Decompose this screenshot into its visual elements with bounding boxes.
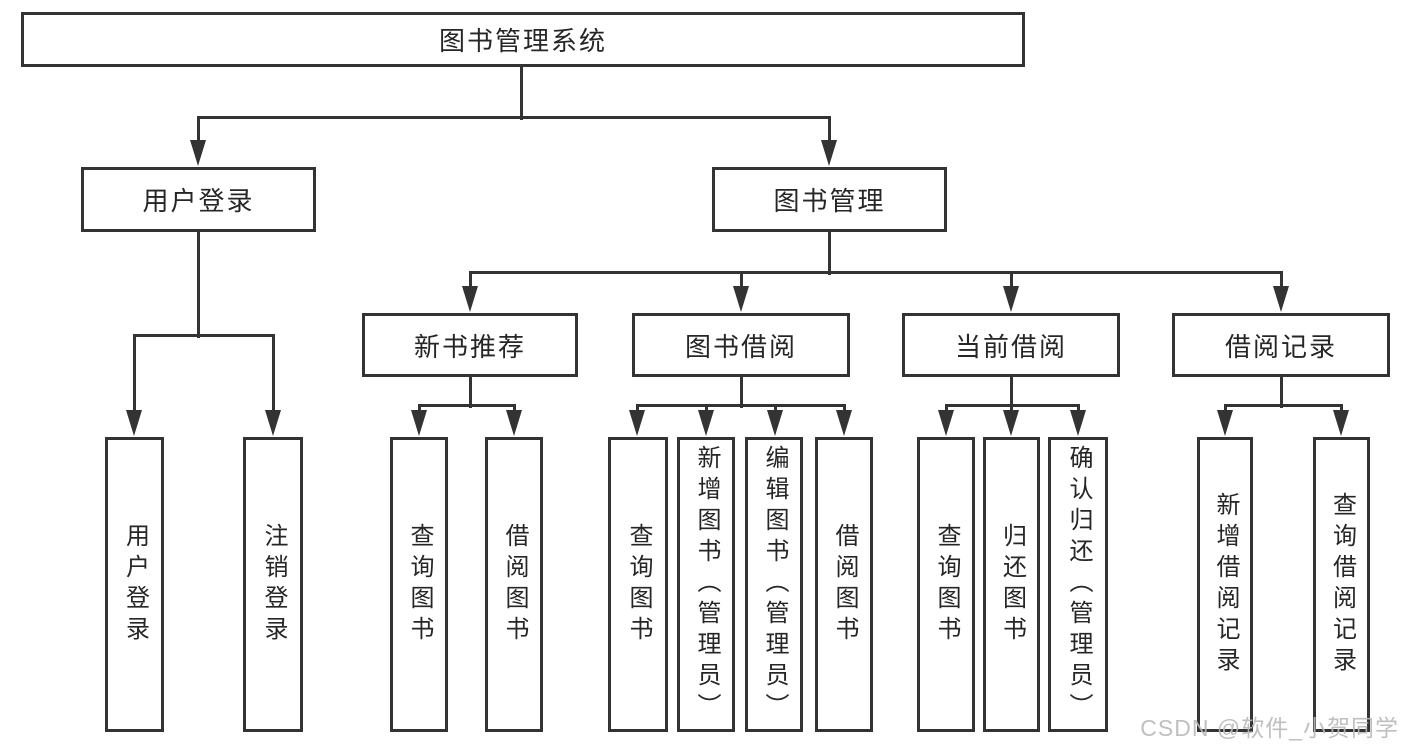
- connector-hline: [197, 116, 831, 119]
- node-leaf-query-book-cur: 查询图书: [917, 437, 975, 732]
- connector-hline: [469, 271, 1283, 274]
- arrowhead-down-icon: [190, 140, 206, 166]
- node-leaf-confirm-return: 确认归还（管理员）: [1048, 437, 1108, 732]
- node-label-leaf-query-book-rec: 查询图书: [406, 522, 433, 647]
- connector-vline: [740, 377, 743, 408]
- node-leaf-query-book-rec: 查询图书: [390, 437, 448, 732]
- node-label-leaf-query-book-bb: 查询图书: [625, 522, 652, 647]
- connector-vline: [469, 377, 472, 408]
- node-label-leaf-edit-book-admin: 编辑图书（管理员）: [761, 445, 788, 724]
- connector-vline: [1010, 377, 1013, 408]
- connector-vline: [520, 67, 523, 120]
- arrow-stem: [272, 335, 275, 418]
- node-label-branch-borrow-record: 借阅记录: [1224, 331, 1337, 362]
- node-label-branch-book-borrow: 图书借阅: [684, 331, 797, 362]
- node-label-root-system: 图书管理系统: [438, 26, 607, 56]
- node-label-leaf-query-book-cur: 查询图书: [933, 522, 960, 647]
- arrowhead-down-icon: [767, 410, 783, 436]
- node-label-leaf-query-record: 查询借阅记录: [1328, 491, 1356, 678]
- arrowhead-down-icon: [938, 410, 954, 436]
- connector-vline: [1280, 377, 1283, 408]
- connector-hline: [636, 404, 846, 407]
- node-label-branch-new-book-rec: 新书推荐: [413, 331, 526, 362]
- arrowhead-down-icon: [698, 410, 714, 436]
- connector-hline: [418, 404, 516, 407]
- arrow-stem: [197, 117, 200, 148]
- connector-hline: [133, 334, 275, 337]
- arrow-stem: [740, 272, 743, 294]
- arrowhead-down-icon: [733, 286, 749, 312]
- node-leaf-add-record: 新增借阅记录: [1197, 437, 1253, 732]
- node-label-leaf-borrow-book-rec: 借阅图书: [501, 522, 528, 647]
- arrowhead-down-icon: [1273, 286, 1289, 312]
- node-label-leaf-confirm-return: 确认归还（管理员）: [1065, 445, 1092, 724]
- node-leaf-add-book-admin: 新增图书（管理员）: [677, 437, 735, 732]
- arrowhead-down-icon: [1003, 410, 1019, 436]
- node-leaf-return-book: 归还图书: [983, 437, 1040, 732]
- connector-vline: [828, 232, 831, 275]
- arrowhead-down-icon: [506, 410, 522, 436]
- node-leaf-edit-book-admin: 编辑图书（管理员）: [745, 437, 803, 732]
- node-leaf-logout: 注销登录: [243, 437, 303, 732]
- node-branch-new-book-rec: 新书推荐: [362, 313, 578, 377]
- node-leaf-user-login: 用户登录: [105, 437, 164, 732]
- connector-hline: [1224, 404, 1343, 407]
- arrowhead-down-icon: [411, 410, 427, 436]
- node-label-leaf-user-login: 用户登录: [121, 522, 149, 647]
- connector-vline: [197, 232, 200, 338]
- node-branch-book-mgmt: 图书管理: [712, 167, 947, 232]
- arrowhead-down-icon: [1003, 286, 1019, 312]
- node-leaf-borrow-book-bb: 借阅图书: [815, 437, 873, 732]
- node-label-leaf-return-book: 归还图书: [998, 522, 1026, 647]
- node-label-leaf-add-record: 新增借阅记录: [1212, 491, 1239, 678]
- arrowhead-down-icon: [1217, 410, 1233, 436]
- arrowhead-down-icon: [629, 410, 645, 436]
- arrow-stem: [1280, 272, 1283, 294]
- node-branch-borrow-record: 借阅记录: [1172, 313, 1390, 377]
- csdn-watermark: CSDN @软件_小贺同学: [1140, 715, 1399, 741]
- node-branch-current-borrow: 当前借阅: [902, 313, 1120, 377]
- node-label-leaf-logout: 注销登录: [260, 522, 287, 647]
- node-leaf-borrow-book-rec: 借阅图书: [485, 437, 543, 732]
- arrowhead-down-icon: [126, 410, 142, 436]
- node-branch-book-borrow: 图书借阅: [632, 313, 850, 377]
- arrowhead-down-icon: [1070, 410, 1086, 436]
- node-branch-user-login: 用户登录: [81, 167, 316, 232]
- arrow-stem: [133, 335, 136, 418]
- node-label-branch-current-borrow: 当前借阅: [954, 331, 1067, 362]
- arrowhead-down-icon: [821, 140, 837, 166]
- arrowhead-down-icon: [462, 286, 478, 312]
- node-label-leaf-borrow-book-bb: 借阅图书: [831, 522, 858, 647]
- arrow-stem: [469, 272, 472, 294]
- node-leaf-query-record: 查询借阅记录: [1313, 437, 1370, 732]
- node-leaf-query-book-bb: 查询图书: [608, 437, 668, 732]
- arrow-stem: [1010, 272, 1013, 294]
- node-root-system: 图书管理系统: [21, 12, 1025, 67]
- arrowhead-down-icon: [1333, 410, 1349, 436]
- node-label-branch-book-mgmt: 图书管理: [773, 186, 886, 216]
- node-label-leaf-add-book-admin: 新增图书（管理员）: [693, 445, 720, 724]
- node-label-branch-user-login: 用户登录: [142, 186, 255, 216]
- arrow-stem: [828, 117, 831, 148]
- arrowhead-down-icon: [836, 410, 852, 436]
- arrowhead-down-icon: [265, 410, 281, 436]
